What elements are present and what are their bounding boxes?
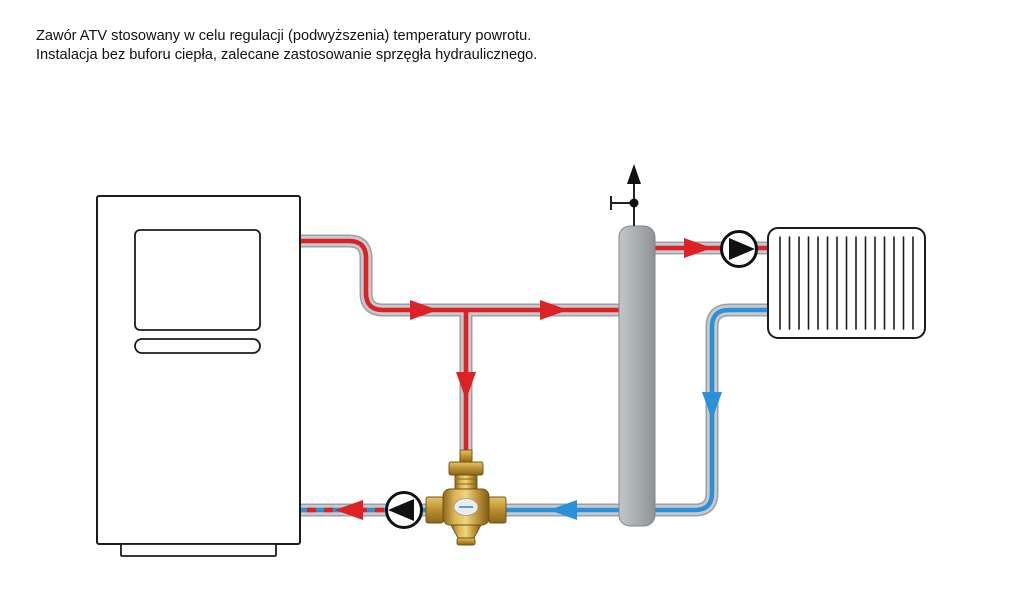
boiler-vent-slot [134, 338, 261, 354]
mixed-arrow-left [335, 500, 363, 520]
caption-line-1: Zawór ATV stosowany w celu regulacji (po… [36, 28, 532, 44]
valve-bottom-cap [456, 537, 476, 546]
flow-arrows [335, 238, 722, 520]
supply-flow-line [298, 238, 620, 313]
pipes [298, 234, 770, 517]
separator-body [618, 225, 656, 527]
supply-arrow-down [456, 372, 476, 400]
caption-line-2: Instalacja bez buforu ciepła, zalecane z… [36, 47, 538, 64]
boiler-base [120, 543, 277, 557]
vent-valve-dot [629, 198, 639, 208]
boiler-display [134, 229, 261, 331]
valve-lower-body [450, 524, 482, 539]
hydraulic-separator [618, 225, 656, 527]
caption: Zawór ATV stosowany w celu regulacji (po… [36, 27, 537, 66]
valve-left-union-nut [425, 496, 444, 524]
supply-arrow-right-2 [540, 300, 568, 320]
return-arrow-left [549, 500, 577, 520]
radiator-fins [779, 236, 914, 330]
radiator [767, 227, 926, 339]
pump-supply-icon [720, 230, 758, 268]
air-vent-icon [610, 164, 641, 226]
valve-right-union-nut [488, 496, 507, 524]
supply-arrow-right-1 [410, 300, 438, 320]
supply-arrow-to-pump [684, 238, 712, 258]
vent-arrow-up-icon [627, 164, 641, 184]
pump-return-icon [385, 491, 423, 529]
atv-valve [425, 449, 507, 546]
valve-top-nut [448, 461, 484, 476]
valve-bonnet [454, 474, 478, 490]
boiler [96, 195, 301, 557]
valve-top-stem [459, 449, 473, 464]
return-arrow-down [702, 392, 722, 420]
